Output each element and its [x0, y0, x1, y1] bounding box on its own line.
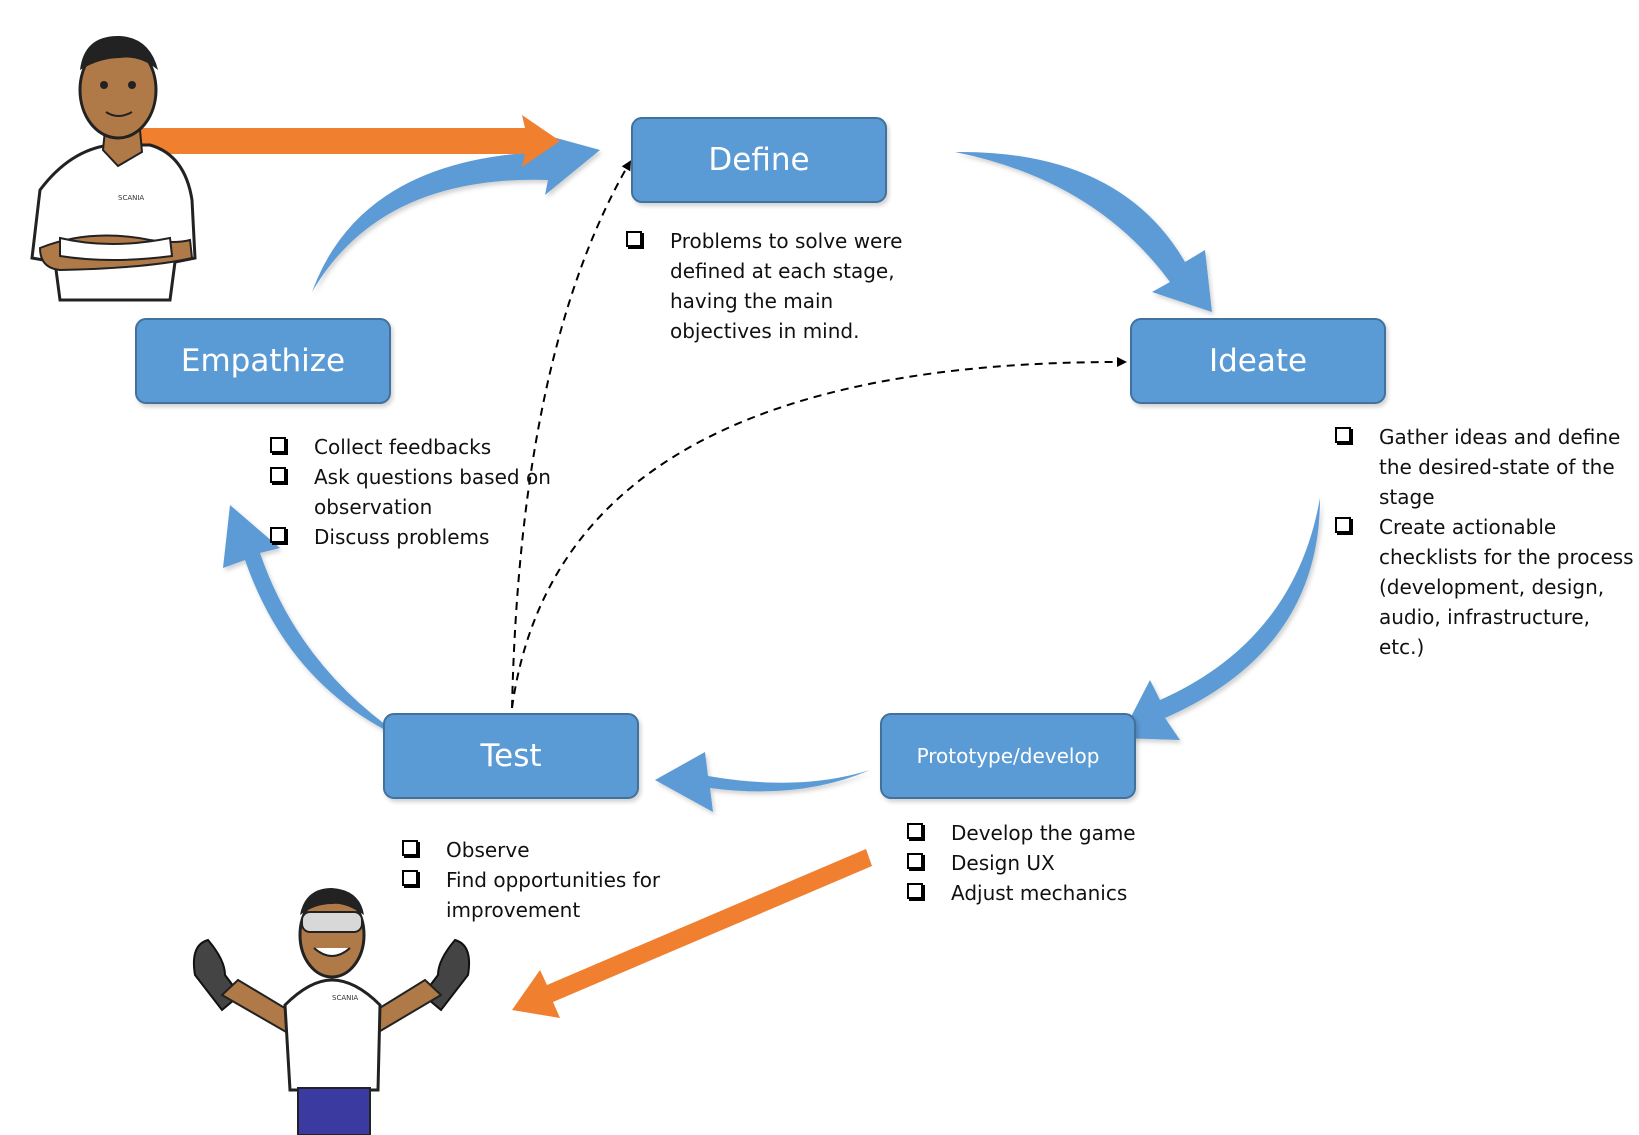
list-item: Develop the game	[907, 818, 1207, 848]
stage-test: Test	[383, 713, 639, 799]
list-item: Discuss problems	[270, 522, 570, 552]
checkbox-icon	[270, 467, 286, 483]
list-item: Gather ideas and define the desired-stat…	[1335, 422, 1635, 512]
arrow-ideate-to-prototype	[1120, 498, 1320, 740]
checkbox-icon	[1335, 427, 1351, 443]
checkbox-icon	[402, 870, 418, 886]
svg-text:SCANIA: SCANIA	[118, 194, 144, 202]
stage-define: Define	[631, 117, 887, 203]
arrow-exit-orange	[512, 849, 872, 1018]
list-item: Ask questions based on observation	[270, 462, 570, 522]
checkbox-icon	[907, 883, 923, 899]
stage-define-label: Define	[708, 142, 810, 178]
list-item: Find opportunities for improvement	[402, 865, 672, 925]
arrow-empathize-to-define	[312, 133, 600, 292]
svg-text:SCANIA: SCANIA	[332, 994, 358, 1002]
arrow-test-to-empathize	[223, 505, 410, 742]
arrow-define-to-ideate	[955, 151, 1212, 312]
person-arms-crossed-icon: SCANIA	[30, 35, 197, 302]
prototype-notes: Develop the game Design UX Adjust mechan…	[907, 818, 1207, 908]
list-item: Adjust mechanics	[907, 878, 1207, 908]
arrow-prototype-to-test	[655, 752, 870, 812]
list-item: Observe	[402, 835, 672, 865]
list-item: Problems to solve were defined at each s…	[626, 226, 926, 346]
checkbox-icon	[270, 437, 286, 453]
checkbox-icon	[270, 527, 286, 543]
stage-prototype: Prototype/develop	[880, 713, 1136, 799]
empathize-notes: Collect feedbacks Ask questions based on…	[270, 432, 570, 552]
stage-empathize: Empathize	[135, 318, 391, 404]
stage-ideate-label: Ideate	[1208, 343, 1308, 379]
ideate-notes: Gather ideas and define the desired-stat…	[1335, 422, 1635, 662]
checkbox-icon	[1335, 517, 1351, 533]
list-item: Design UX	[907, 848, 1207, 878]
stage-ideate: Ideate	[1130, 318, 1386, 404]
stage-prototype-label: Prototype/develop	[916, 744, 1100, 768]
person-with-goggles-gloves-icon: SCANIA	[192, 888, 471, 1135]
dashed-arrow-test-to-ideate	[511, 356, 1127, 709]
arrow-entry-orange	[135, 115, 560, 167]
checkbox-icon	[907, 823, 923, 839]
list-item: Create actionable checklists for the pro…	[1335, 512, 1635, 662]
list-item: Collect feedbacks	[270, 432, 570, 462]
stage-test-label: Test	[480, 738, 542, 774]
checkbox-icon	[907, 853, 923, 869]
test-notes: Observe Find opportunities for improveme…	[402, 835, 672, 925]
checkbox-icon	[402, 840, 418, 856]
checkbox-icon	[626, 231, 642, 247]
stage-empathize-label: Empathize	[180, 343, 346, 379]
define-notes: Problems to solve were defined at each s…	[626, 226, 926, 346]
